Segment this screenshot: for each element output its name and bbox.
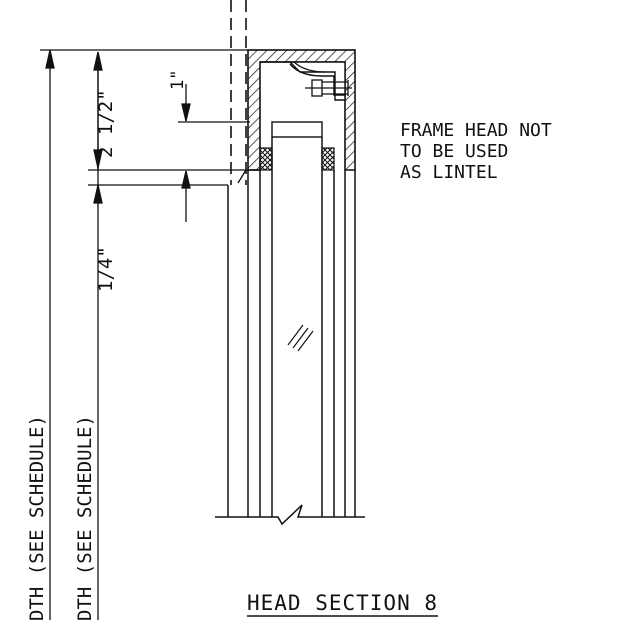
schedule-outer-label: DTH (SEE SCHEDULE): [26, 415, 48, 620]
frame-head-note: FRAME HEAD NOT TO BE USED AS LINTEL: [400, 120, 552, 183]
note-line-2: TO BE USED: [400, 141, 508, 162]
dim-one-inch-label: 1": [168, 70, 188, 90]
schedule-inner-label: DTH (SEE SCHEDULE): [74, 415, 96, 620]
frame-head-profile: [247, 49, 356, 171]
wall-dashed-lines: [230, 0, 247, 185]
glazing-tape-right: [321, 147, 335, 171]
glass-indication: [287, 324, 314, 352]
bolt-detail: [305, 79, 352, 97]
quarter-inch-dimension: [181, 170, 191, 222]
break-line: [215, 504, 365, 526]
one-inch-dimension: [181, 84, 191, 122]
note-line-3: AS LINTEL: [400, 162, 498, 183]
frame-jamb-lines: [227, 137, 356, 517]
dim-two-half-label: 2 1/2": [95, 89, 117, 158]
glazing-tape-left: [259, 147, 273, 171]
dim-quarter-label: 1/4": [95, 246, 117, 292]
note-leader: [237, 169, 247, 184]
section-title: HEAD SECTION 8: [247, 591, 438, 615]
overall-dimension-lines: [45, 49, 103, 620]
note-line-1: FRAME HEAD NOT: [400, 120, 552, 141]
